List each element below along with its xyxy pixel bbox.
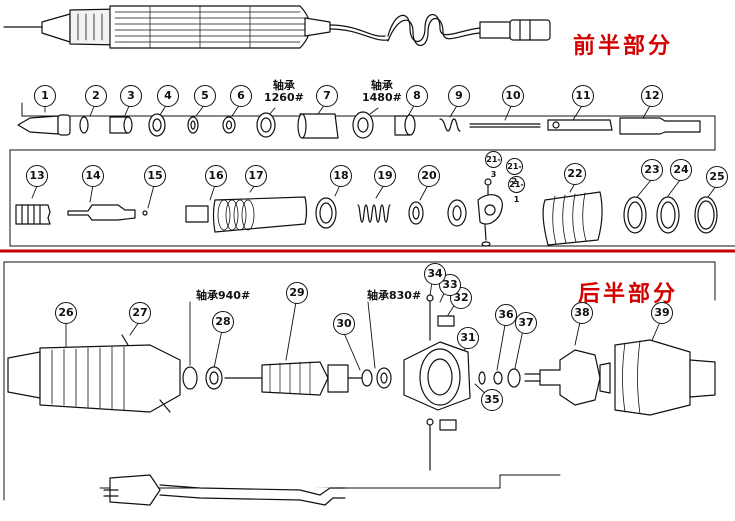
bearing-label-1480-line1: 轴承 xyxy=(370,79,393,92)
leader-lines-row2 xyxy=(31,179,717,209)
callout-part-38: 38 xyxy=(571,302,593,324)
callout-part-27: 27 xyxy=(129,302,151,324)
parts-rear xyxy=(7,294,716,506)
callout-part-21-3: 21-3 xyxy=(485,151,502,179)
callout-part-10: 10 xyxy=(502,85,524,107)
callout-part-34: 34 xyxy=(424,263,446,285)
leader-lines-rear xyxy=(65,273,661,399)
bearing-label-1260-line1: 轴承 xyxy=(272,79,295,92)
callout-part-14: 14 xyxy=(82,165,104,187)
callout-part-13: 13 xyxy=(26,165,48,187)
callout-part-23: 23 xyxy=(641,159,663,181)
callout-part-1: 1 xyxy=(34,85,56,107)
callout-part-37: 37 xyxy=(515,312,537,334)
callout-part-2: 2 xyxy=(85,85,107,107)
parts-row1 xyxy=(17,111,701,139)
parts-row2 xyxy=(15,178,718,247)
callout-part-5: 5 xyxy=(194,85,216,107)
callout-part-24: 24 xyxy=(670,159,692,181)
callout-part-17: 17 xyxy=(245,165,267,187)
callout-part-21-1: 21-1 xyxy=(508,176,525,204)
leader-lines-row1 xyxy=(44,103,652,121)
callout-part-30: 30 xyxy=(333,313,355,335)
callout-part-28: 28 xyxy=(212,311,234,333)
bearing-label-830: 轴承830# xyxy=(367,289,422,302)
callout-part-18: 18 xyxy=(330,165,352,187)
callout-part-15: 15 xyxy=(144,165,166,187)
callout-part-6: 6 xyxy=(230,85,252,107)
bearing-label-940: 轴承940# xyxy=(196,289,251,302)
callout-part-31: 31 xyxy=(457,327,479,349)
callout-part-20: 20 xyxy=(418,165,440,187)
callout-part-21-2: 21-2 xyxy=(506,158,523,186)
callout-part-16: 16 xyxy=(205,165,227,187)
bearing-label-1260-line2: 1260# xyxy=(264,91,304,104)
assembled-handpiece xyxy=(3,5,551,49)
callout-part-29: 29 xyxy=(286,282,308,304)
callout-part-35: 35 xyxy=(481,389,503,411)
bearing-label-1480: 轴承 1480# xyxy=(362,80,402,104)
callout-part-7: 7 xyxy=(316,85,338,107)
callout-part-19: 19 xyxy=(374,165,396,187)
front-section-title: 前半部分 xyxy=(573,33,674,59)
callout-part-39: 39 xyxy=(651,302,673,324)
callout-part-4: 4 xyxy=(157,85,179,107)
callout-part-11: 11 xyxy=(572,85,594,107)
callout-part-36: 36 xyxy=(495,304,517,326)
callout-part-8: 8 xyxy=(406,85,428,107)
callout-part-22: 22 xyxy=(564,163,586,185)
callout-part-9: 9 xyxy=(448,85,470,107)
bearing-label-1480-line2: 1480# xyxy=(362,91,402,104)
callout-part-12: 12 xyxy=(641,85,663,107)
bearing-label-1260: 轴承 1260# xyxy=(264,80,304,104)
callout-part-3: 3 xyxy=(120,85,142,107)
callout-part-25: 25 xyxy=(706,166,728,188)
callout-part-26: 26 xyxy=(55,302,77,324)
